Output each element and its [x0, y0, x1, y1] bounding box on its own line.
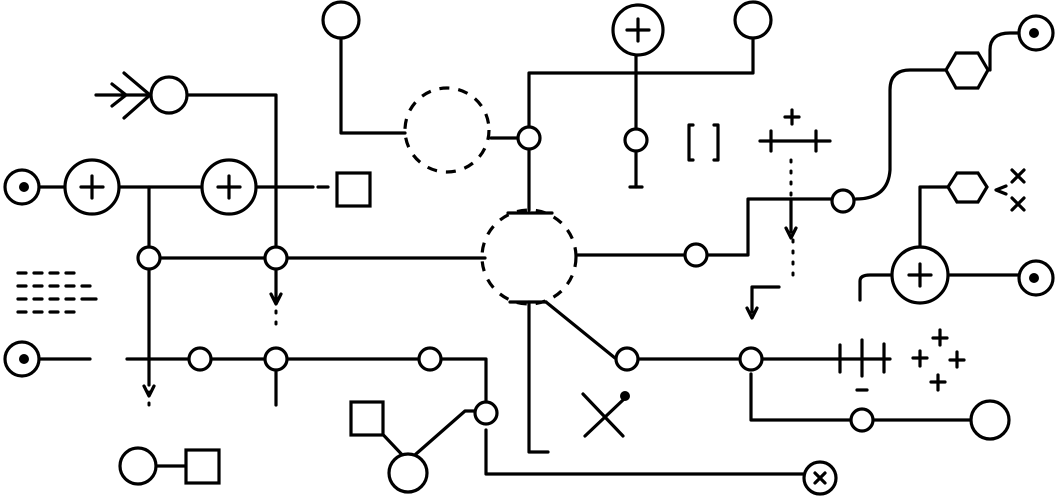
node-circle-icon[interactable]: [969, 399, 1011, 441]
plus-circle-icon[interactable]: [890, 245, 950, 305]
junction-node[interactable]: [187, 346, 213, 372]
arrows: [110, 71, 1008, 398]
sparkle-icon: [948, 350, 966, 369]
node-circle-icon[interactable]: [149, 75, 189, 115]
arrow-left-icon: [994, 184, 1008, 196]
wire-bottom-run: [484, 428, 805, 476]
node-circle-icon[interactable]: [118, 446, 158, 486]
squares: [184, 171, 385, 485]
arrow-down-icon: [784, 226, 798, 240]
junction-node[interactable]: [136, 245, 162, 271]
junction-node[interactable]: [623, 127, 649, 153]
terminals: [3, 14, 1055, 496]
cross-circle-icon[interactable]: [802, 460, 838, 496]
wire-plus-left: [858, 273, 893, 302]
plus-circle-icon[interactable]: [63, 158, 121, 216]
wire-top-down: [339, 36, 407, 135]
hexagon-icon[interactable]: [944, 51, 990, 90]
arrow-down-icon: [269, 292, 283, 306]
junction-node[interactable]: [473, 400, 499, 426]
wire-hexagon2: [918, 185, 950, 265]
wire-right-step: [705, 197, 833, 257]
broken-circle-icon[interactable]: [403, 86, 491, 174]
probe-dot: [620, 391, 630, 401]
cross-x-icon: [581, 392, 625, 438]
target-terminal-icon[interactable]: [3, 340, 41, 378]
hexagons: [944, 51, 990, 204]
square-icon[interactable]: [349, 400, 385, 437]
junction-node[interactable]: [683, 242, 709, 268]
square-icon[interactable]: [184, 448, 221, 485]
wire-lower-branch: [428, 357, 488, 415]
wires: [20, 31, 1026, 476]
wire-right-drop: [749, 372, 853, 422]
sparkle-icon: [931, 328, 949, 347]
bracket-icon: [687, 123, 720, 162]
plus-circles: [63, 3, 950, 305]
junction-node[interactable]: [830, 188, 856, 214]
wire-up-to-top: [527, 36, 755, 140]
hexagon-icon[interactable]: [946, 171, 989, 204]
node-circle-icon[interactable]: [321, 0, 361, 40]
sparkle-icon: [911, 349, 929, 368]
square-icon[interactable]: [335, 171, 372, 208]
sparkle-icon: [1010, 168, 1026, 184]
wire-switch-diagonal: [544, 300, 617, 360]
junction-node[interactable]: [263, 346, 289, 372]
wire-to-hexagon: [854, 68, 948, 201]
dash-grid: [16, 271, 98, 314]
junction-node[interactable]: [738, 346, 764, 372]
plus-circle-icon[interactable]: [200, 158, 258, 216]
arrow-icon: [110, 82, 128, 108]
misc-symbols: [581, 108, 832, 438]
junction-node[interactable]: [849, 407, 875, 433]
target-terminal-icon[interactable]: [3, 168, 41, 206]
node-circle-icon[interactable]: [387, 452, 429, 494]
junction-node[interactable]: [263, 245, 289, 271]
node-circle-icon[interactable]: [733, 0, 773, 40]
wire-center-down: [527, 300, 550, 454]
crossbar-icon: [758, 108, 832, 153]
sparkle-icon: [1010, 196, 1026, 212]
wire-zigzag: [372, 409, 488, 463]
wire-hexagon-to-target: [988, 31, 1023, 72]
arrow-down-icon: [745, 306, 759, 320]
target-terminal-icon[interactable]: [1017, 14, 1055, 52]
nodes: [118, 0, 1011, 494]
arrow-down-icon: [142, 384, 156, 398]
junction-node[interactable]: [614, 346, 640, 372]
broken-circles: [403, 86, 720, 306]
junction-node[interactable]: [516, 125, 542, 151]
plus-circle-icon[interactable]: [611, 3, 665, 57]
broken-circle-icon[interactable]: [480, 208, 578, 306]
wire-step-down: [750, 285, 781, 314]
wire-top-circle-right: [185, 93, 278, 260]
junction-node[interactable]: [417, 346, 443, 372]
target-terminal-icon[interactable]: [1017, 259, 1055, 297]
sparkle-icon: [929, 373, 947, 392]
sparkles: [911, 168, 1026, 392]
